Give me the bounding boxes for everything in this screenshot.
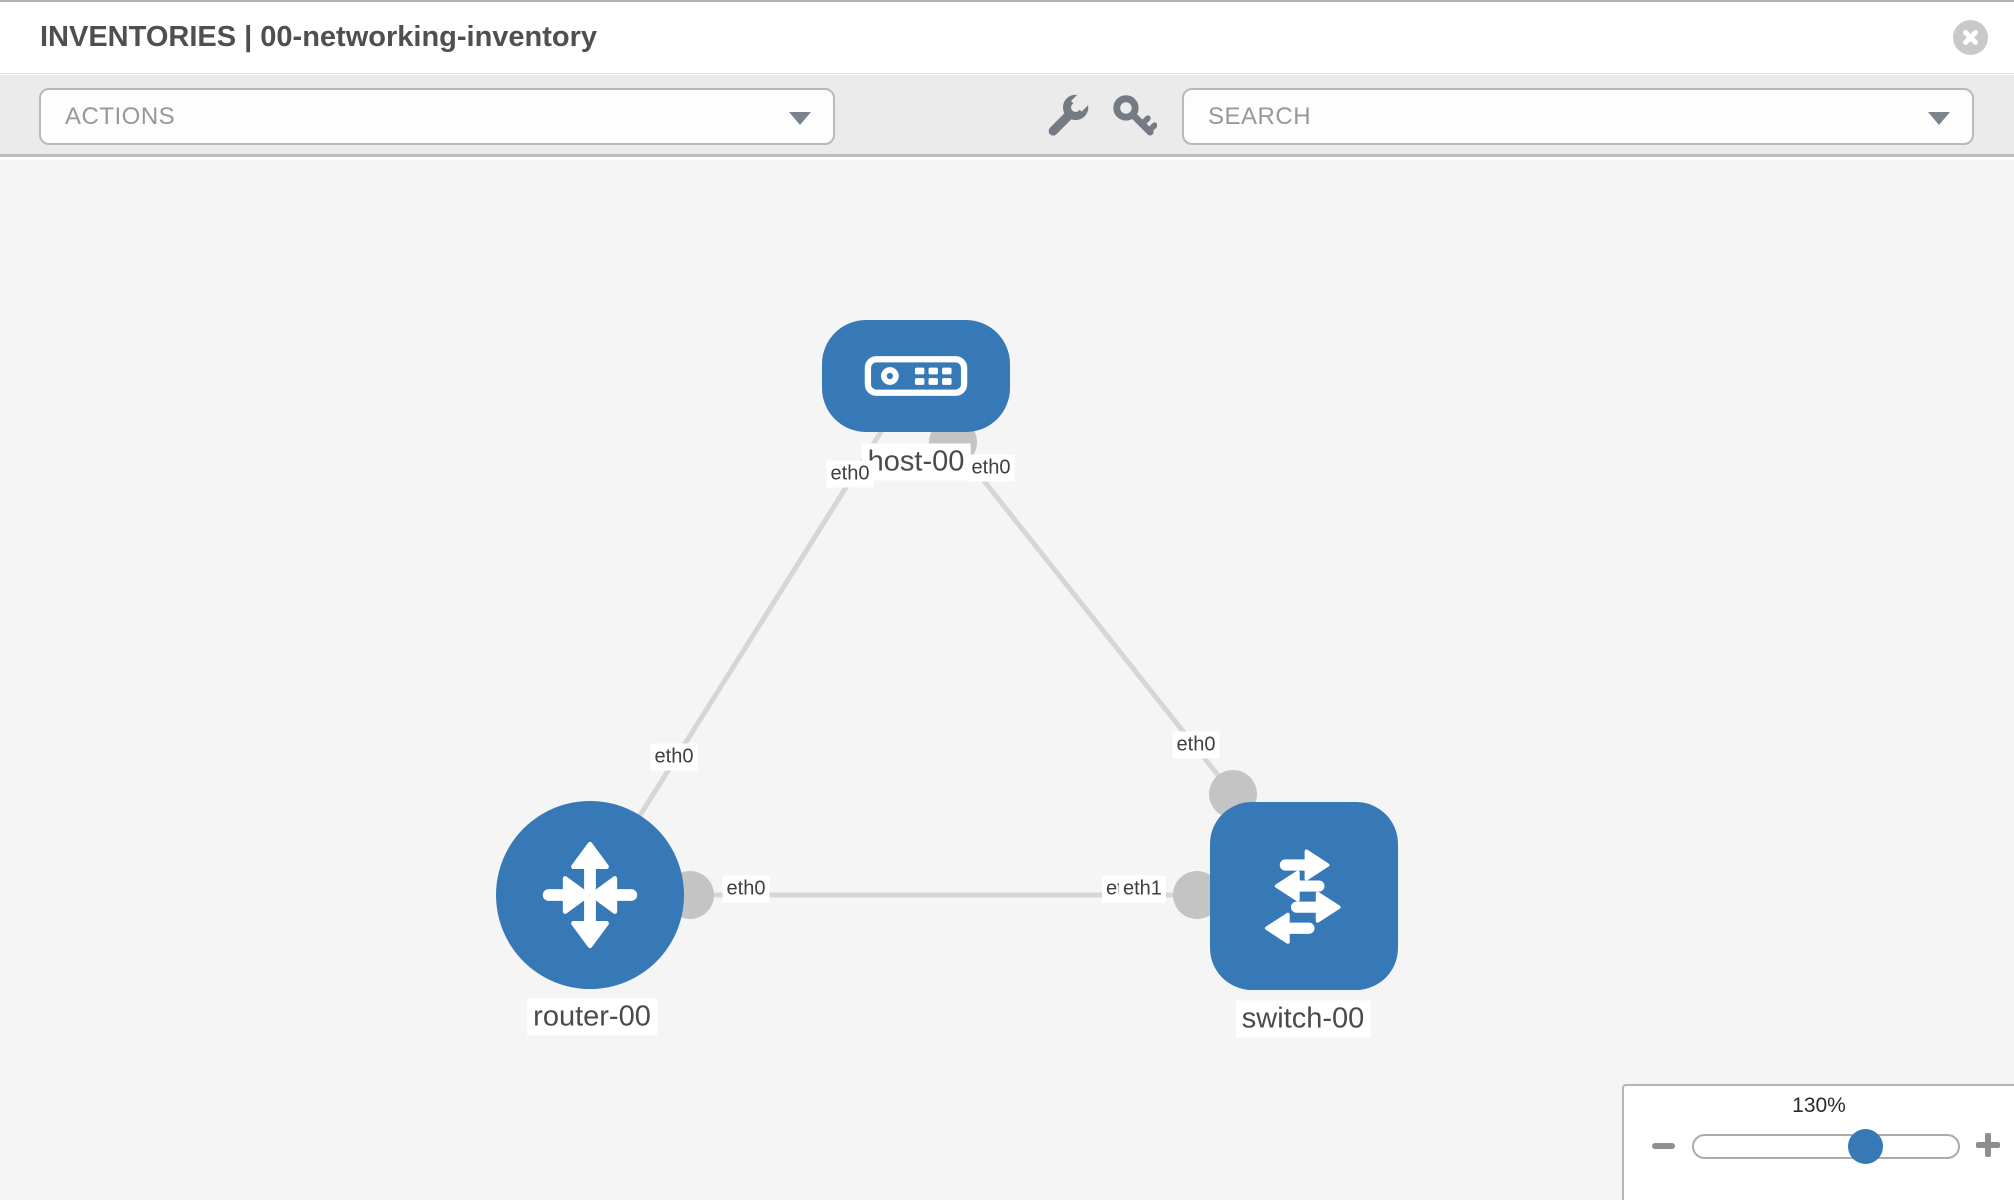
toolbar: ACTIONS SEARCH — [0, 75, 2014, 157]
node-host-00[interactable] — [822, 320, 1010, 432]
key-button[interactable] — [1107, 89, 1161, 143]
interface-label-host-right: eth0 — [967, 454, 1015, 482]
node-label-host-00: host-00 — [861, 443, 971, 481]
node-label-router-00: router-00 — [527, 998, 657, 1036]
zoom-in-button[interactable] — [1975, 1132, 2001, 1158]
interface-label-switch-eth1: eth1 — [1119, 875, 1166, 903]
search-dropdown-label: SEARCH — [1208, 102, 1312, 130]
zoom-level-value: 130% — [1792, 1094, 1846, 1117]
actions-dropdown[interactable]: ACTIONS — [39, 88, 835, 145]
wrench-button[interactable] — [1040, 89, 1094, 143]
node-switch-00[interactable] — [1210, 802, 1398, 990]
plus-icon — [1985, 1133, 1991, 1157]
node-label-switch-00: switch-00 — [1235, 1000, 1371, 1038]
router-icon — [542, 841, 638, 949]
chevron-down-icon — [789, 111, 811, 125]
interface-label-host-left: eth0 — [826, 460, 874, 488]
topology-canvas[interactable]: host-00 router-00 switch-00 eth0 eth0 et… — [0, 160, 2014, 1200]
zoom-slider[interactable] — [1692, 1129, 1960, 1164]
search-dropdown[interactable]: SEARCH — [1182, 88, 1974, 145]
wrench-icon — [1048, 93, 1090, 136]
interface-label-router-uplink: eth0 — [650, 743, 698, 771]
page-title: INVENTORIES | 00-networking-inventory — [40, 21, 598, 53]
key-icon — [1113, 95, 1157, 136]
interface-label-switch-uplink: eth0 — [1172, 731, 1220, 759]
interface-dot-switch-eth1[interactable] — [1173, 871, 1221, 919]
header: INVENTORIES | 00-networking-inventory — [0, 2, 2014, 74]
zoom-slider-thumb[interactable] — [1848, 1129, 1883, 1164]
zoom-panel: 130% — [1622, 1084, 2014, 1200]
actions-dropdown-label: ACTIONS — [65, 102, 176, 130]
interface-label-router-eth0: eth0 — [722, 875, 770, 903]
node-router-00[interactable] — [496, 801, 684, 989]
chevron-down-icon — [1928, 111, 1950, 125]
links-layer — [587, 374, 1257, 919]
host-icon — [864, 356, 968, 396]
switch-icon — [1264, 849, 1341, 944]
close-button[interactable] — [1953, 20, 1988, 55]
zoom-out-button[interactable] — [1652, 1143, 1675, 1149]
